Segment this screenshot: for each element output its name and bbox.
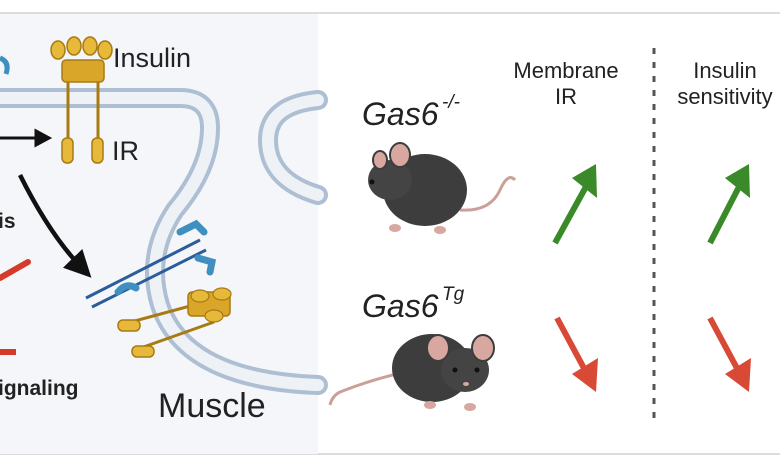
- insulin-receptor: [50, 36, 113, 164]
- svg-text:Gas6: Gas6: [362, 96, 439, 132]
- double-arrow: [0, 128, 53, 148]
- insulin-sensitivity-header: Insulin sensitivity: [677, 58, 772, 109]
- insulin-label: Insulin: [113, 43, 191, 73]
- muscle-label: Muscle: [158, 387, 266, 425]
- gas6-tg-mouse: [328, 334, 495, 411]
- ko-membrane-ir-up-arrow: [552, 164, 597, 245]
- axl-fragment: [0, 55, 10, 75]
- tg-membrane-ir-down-arrow: [554, 316, 598, 392]
- internalized-ir: [117, 287, 232, 358]
- insulin-molecule: [50, 36, 113, 60]
- svg-text:IR: IR: [555, 84, 577, 109]
- ir-label: IR: [112, 136, 139, 166]
- axl-gas6-complex: [85, 219, 217, 309]
- svg-text:Membrane: Membrane: [513, 58, 618, 83]
- gas6-ko-mouse: [368, 142, 517, 234]
- signaling-label: ignaling: [0, 377, 79, 400]
- inhibition-mark: [0, 259, 31, 281]
- svg-text:Gas6: Gas6: [362, 288, 439, 324]
- gas6-tg-label: Gas6 Tg: [362, 284, 465, 324]
- tg-insulin-sensitivity-down-arrow: [707, 316, 751, 392]
- internalization-arrow: [17, 173, 92, 278]
- gas6-ko-label: Gas6 -/-: [362, 92, 460, 132]
- svg-text:-/-: -/-: [442, 92, 460, 113]
- ko-insulin-sensitivity-up-arrow: [707, 164, 750, 245]
- svg-text:sensitivity: sensitivity: [677, 84, 772, 109]
- svg-text:Insulin: Insulin: [693, 58, 757, 83]
- membrane-ir-header: Membrane IR: [513, 58, 618, 109]
- cell-membrane: [0, 88, 328, 395]
- svg-text:Tg: Tg: [442, 284, 465, 305]
- is-label: is: [0, 210, 16, 233]
